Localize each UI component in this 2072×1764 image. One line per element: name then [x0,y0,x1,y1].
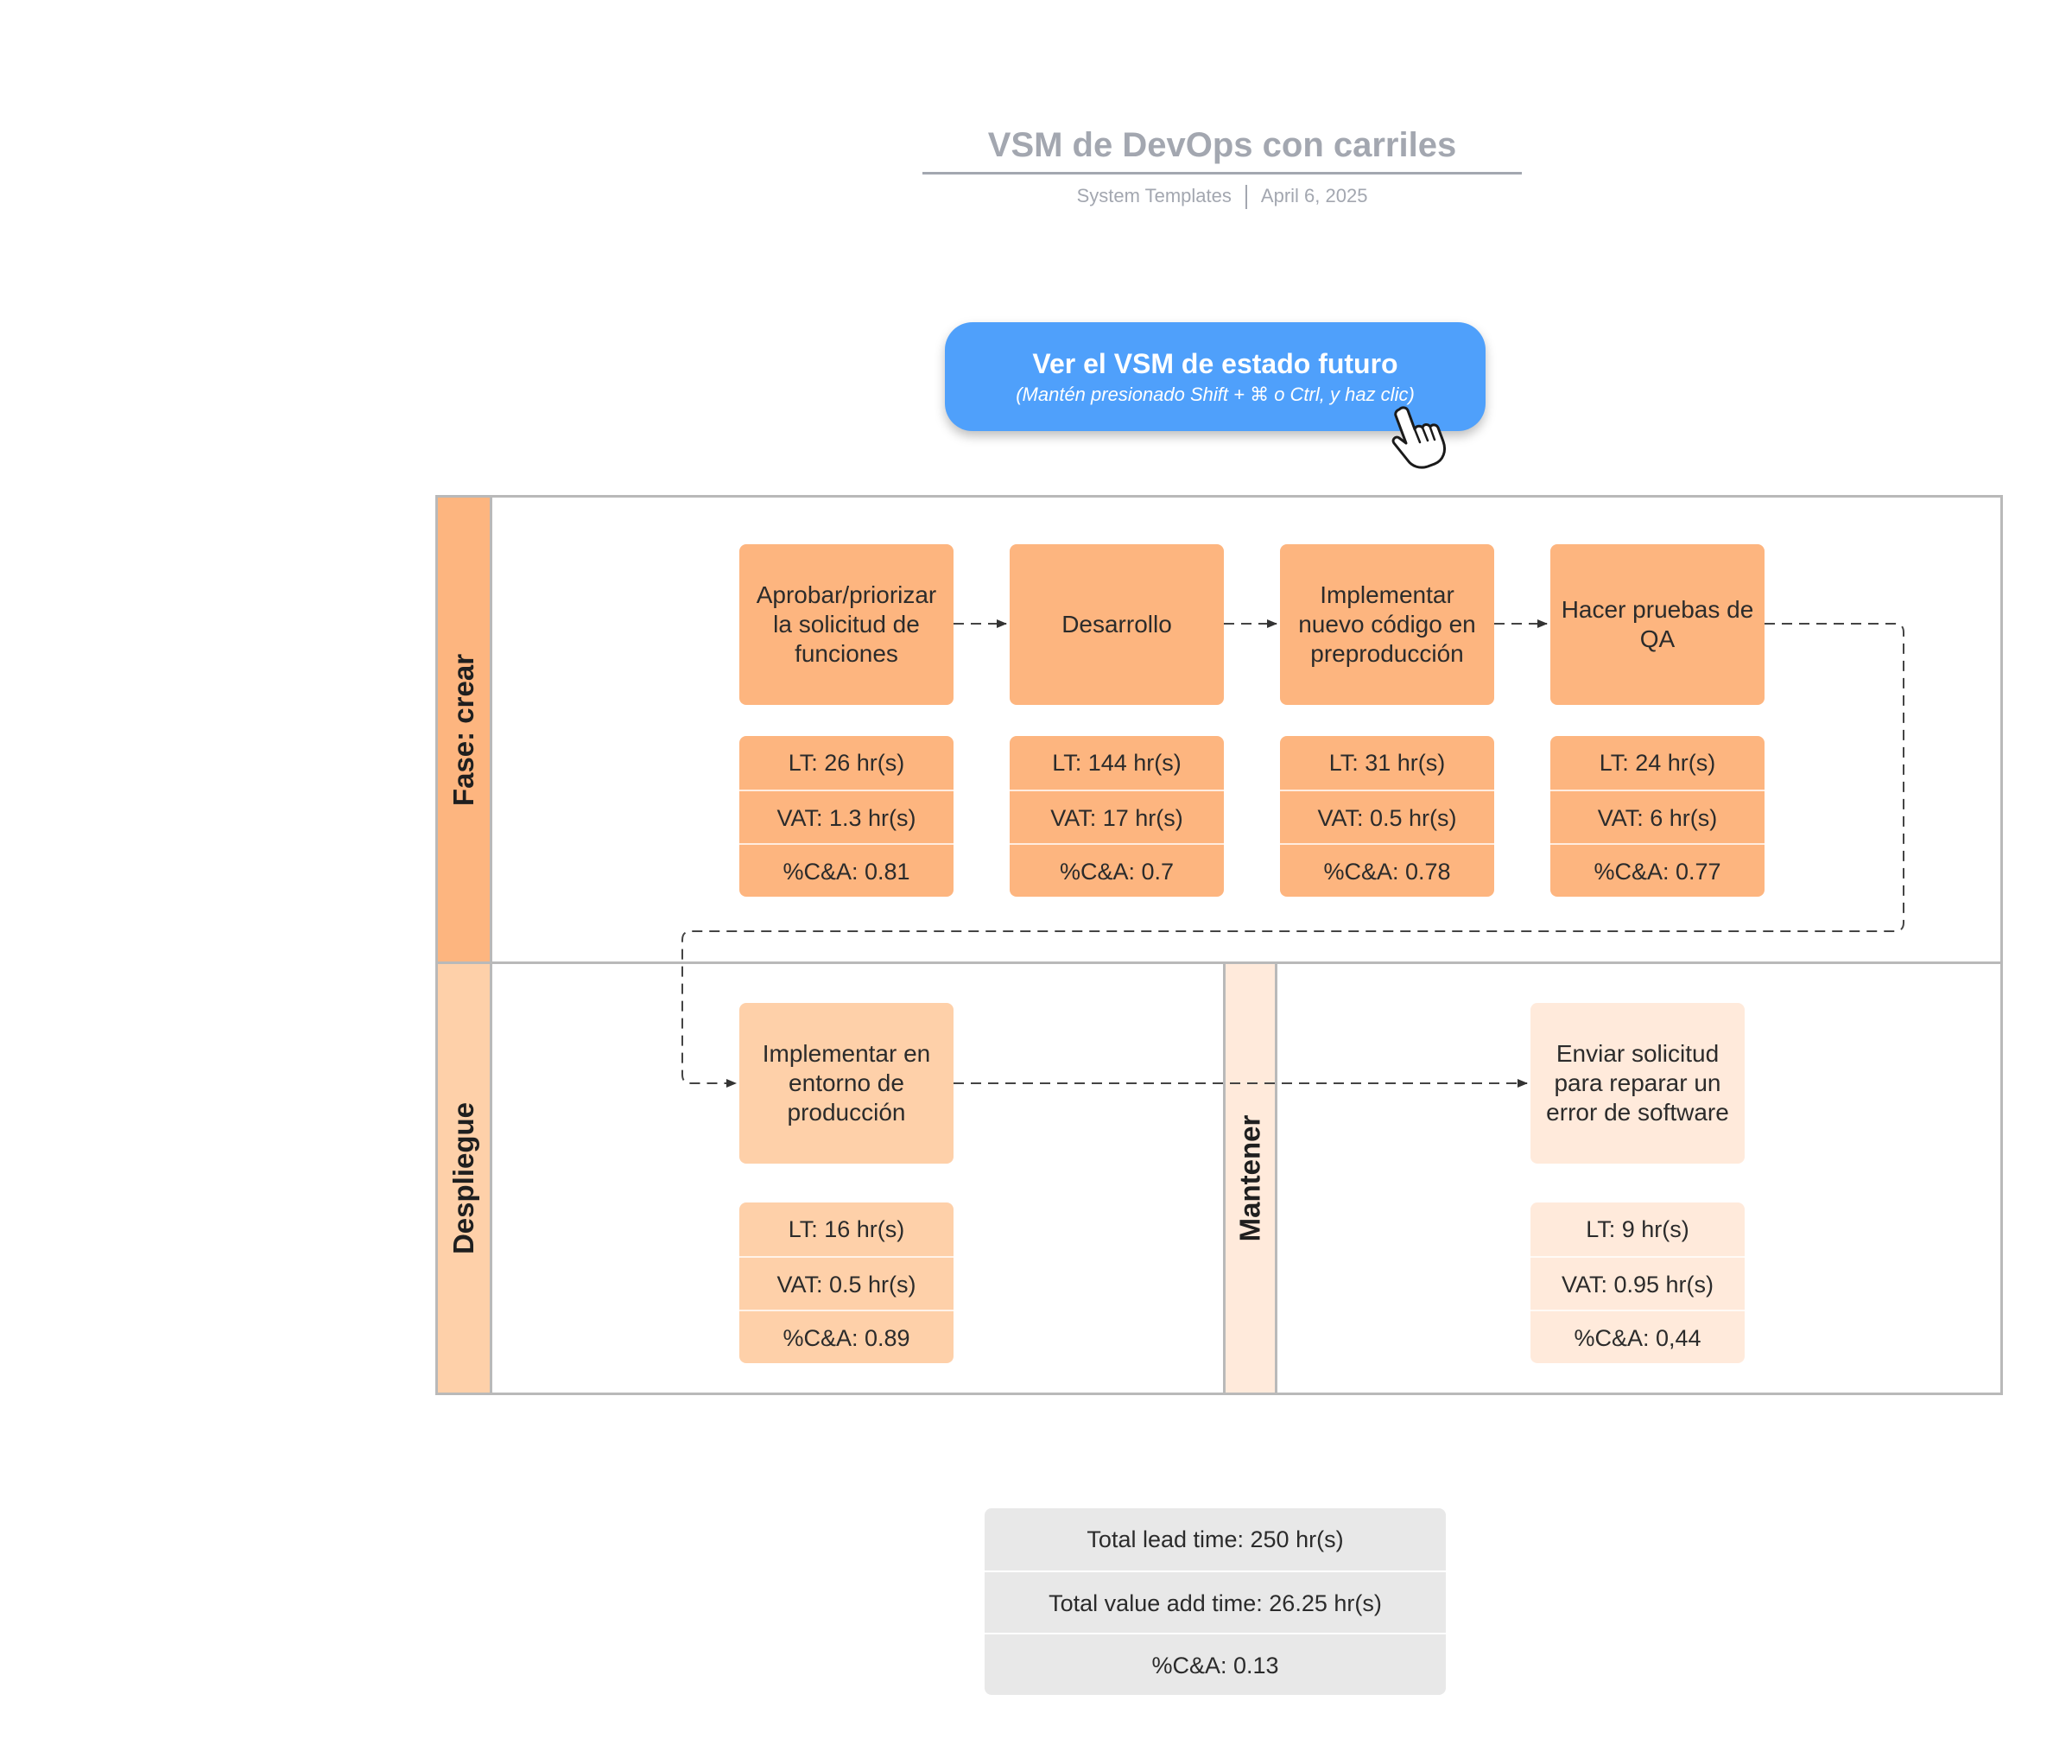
summary-table: Total lead time: 250 hr(s) Total value a… [985,1508,1446,1695]
metrics-table-produccion: LT: 16 hr(s) VAT: 0.5 hr(s) %C&A: 0.89 [739,1202,954,1363]
total-value-add-time: Total value add time: 26.25 hr(s) [985,1570,1446,1633]
metrics-table-desarrollo: LT: 144 hr(s) VAT: 17 hr(s) %C&A: 0.7 [1010,736,1224,897]
date-label: April 6, 2025 [1260,185,1368,206]
swimlane-frame [435,495,2003,1395]
value-add-time-value: VAT: 0.95 hr(s) [1530,1256,1745,1310]
metrics-table-reparar-error: LT: 9 hr(s) VAT: 0.95 hr(s) %C&A: 0,44 [1530,1202,1745,1363]
process-box-produccion[interactable]: Implementar en entorno de producción [739,1003,954,1164]
lead-time-value: LT: 9 hr(s) [1586,1216,1689,1242]
meta-separator [1245,185,1247,210]
value-add-time-value: VAT: 0.5 hr(s) [739,1256,954,1310]
view-future-state-label: Ver el VSM de estado futuro [1032,348,1398,379]
value-add-time-value: VAT: 17 hr(s) [1010,790,1224,843]
ca-value: %C&A: 0.7 [1010,843,1224,897]
ca-value: %C&A: 0,44 [1530,1310,1745,1363]
lead-time-value: LT: 31 hr(s) [1328,750,1446,776]
document-meta: System Templates April 6, 2025 [922,185,1522,210]
process-box-qa[interactable]: Hacer pruebas de QA [1550,544,1765,705]
page-title: VSM de DevOps con carriles [987,126,1457,164]
lane-header-crear: Fase: crear [438,498,492,961]
view-future-state-button[interactable]: Ver el VSM de estado futuro (Mantén pres… [945,322,1486,431]
ca-value: %C&A: 0.89 [739,1310,954,1363]
metrics-table-preproduccion: LT: 31 hr(s) VAT: 0.5 hr(s) %C&A: 0.78 [1280,736,1494,897]
view-future-state-hint: (Mantén presionado Shift + ⌘ o Ctrl, y h… [1016,384,1415,405]
ca-value: %C&A: 0.77 [1550,843,1765,897]
lane-header-mantener: Mantener [1223,964,1277,1393]
pointer-hand-icon [1391,406,1447,469]
lead-time-value: LT: 26 hr(s) [788,750,905,776]
process-box-desarrollo[interactable]: Desarrollo [1010,544,1224,705]
value-add-time-value: VAT: 0.5 hr(s) [1280,790,1494,843]
author-label: System Templates [1076,185,1232,206]
lane-divider [435,961,2003,964]
total-lead-time: Total lead time: 250 hr(s) [1087,1526,1344,1552]
total-ca: %C&A: 0.13 [985,1633,1446,1695]
ca-value: %C&A: 0.81 [739,843,954,897]
metrics-table-qa: LT: 24 hr(s) VAT: 6 hr(s) %C&A: 0.77 [1550,736,1765,897]
process-box-preproduccion[interactable]: Implementar nuevo código en preproducció… [1280,544,1494,705]
lead-time-value: LT: 24 hr(s) [1599,750,1716,776]
process-box-aprobar[interactable]: Aprobar/priorizar la solicitud de funcio… [739,544,954,705]
lane-label-crear: Fase: crear [447,653,479,806]
lead-time-value: LT: 16 hr(s) [788,1216,905,1242]
lane-header-despliegue: Despliegue [438,964,492,1393]
metrics-table-aprobar: LT: 26 hr(s) VAT: 1.3 hr(s) %C&A: 0.81 [739,736,954,897]
lane-label-mantener: Mantener [1233,1114,1266,1242]
lane-label-despliegue: Despliegue [447,1101,479,1255]
value-add-time-value: VAT: 6 hr(s) [1550,790,1765,843]
value-add-time-value: VAT: 1.3 hr(s) [739,790,954,843]
process-box-reparar-error[interactable]: Enviar solicitud para reparar un error d… [1530,1003,1745,1164]
lead-time-value: LT: 144 hr(s) [1052,750,1182,776]
ca-value: %C&A: 0.78 [1280,843,1494,897]
title-underline [922,172,1522,174]
